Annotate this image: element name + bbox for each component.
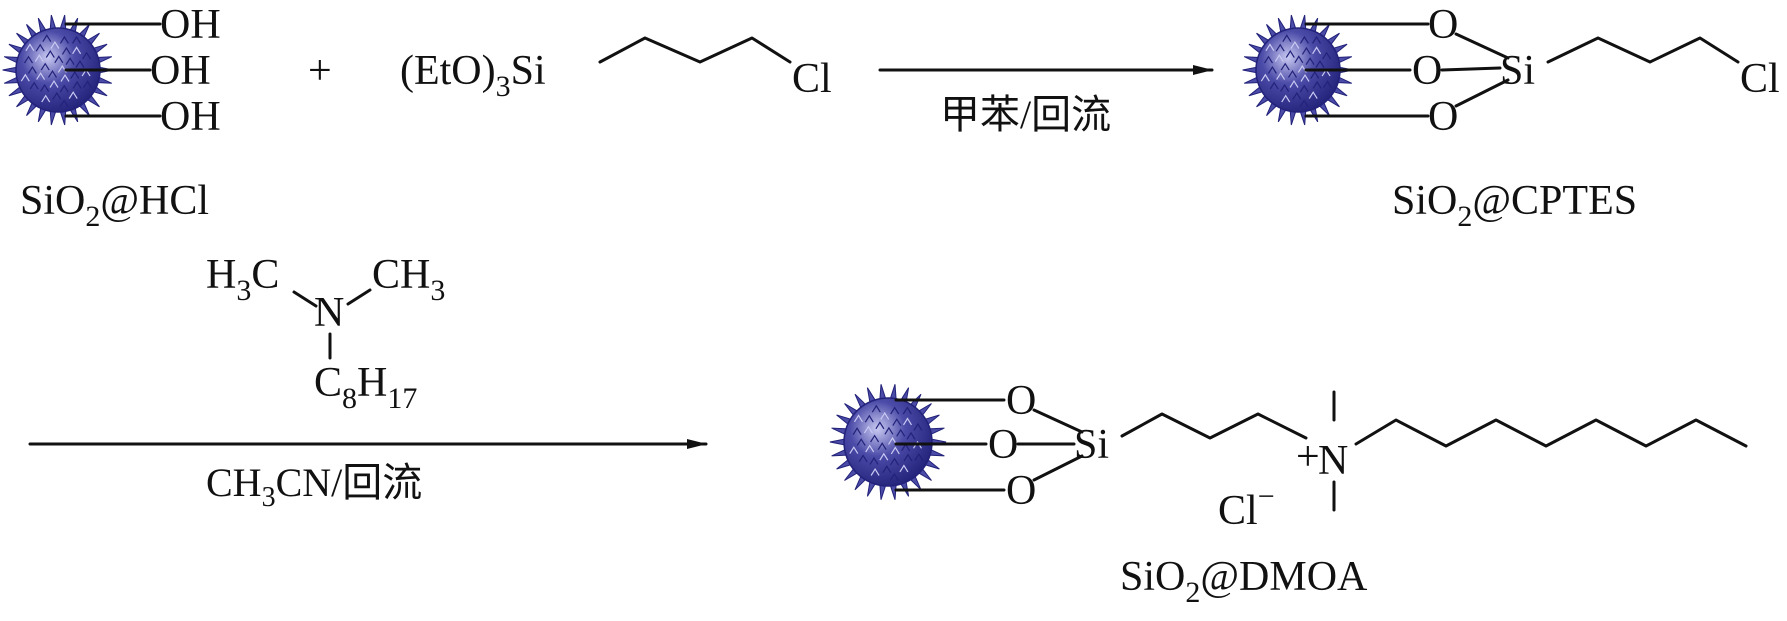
ammonium-nitrogen-label: N	[1318, 438, 1348, 484]
silica-particle-dmoa: O O O Si + N Cl−	[829, 378, 1748, 534]
silicon-label: Si	[1500, 48, 1535, 94]
bond-o-si-bottom	[1454, 78, 1510, 108]
silica-particle-cptes: O O O Si Cl	[1242, 2, 1780, 140]
label-sio2-dmoa: SiO2@DMOA	[1120, 554, 1368, 609]
bond-n-methyl-right	[346, 288, 372, 306]
hydroxyl-label-top: OH	[160, 2, 221, 48]
hydroxyl-label-middle: OH	[150, 48, 211, 94]
label-sio2-cptes: SiO2@CPTES	[1392, 178, 1637, 233]
bond-o-si-top	[1032, 408, 1084, 434]
oxygen-label-bottom: O	[1428, 94, 1458, 140]
propyl-chain	[1546, 36, 1740, 64]
silica-particle-reactant: OH OH OH	[2, 2, 221, 140]
silica-sphere-icon	[2, 14, 114, 126]
silicon-label: Si	[1074, 422, 1109, 468]
oxygen-label-bottom: O	[1006, 468, 1036, 514]
plus-sign: +	[308, 48, 332, 94]
chloride-counterion: Cl−	[1218, 480, 1275, 534]
bond-o-si-middle	[1440, 66, 1502, 72]
propyl-chain	[1120, 412, 1308, 440]
bond-n-methyl-left	[292, 290, 318, 308]
nitrogen-label: N	[314, 290, 344, 336]
octyl-label: C8H17	[314, 360, 417, 415]
oxygen-label-top: O	[1428, 2, 1458, 48]
silica-sphere-icon	[1242, 14, 1354, 126]
label-sio2-hcl: SiO2@HCl	[20, 178, 209, 233]
bond-o-si-top	[1454, 32, 1510, 60]
oxygen-label-middle: O	[1412, 48, 1442, 94]
oxygen-label-middle: O	[988, 422, 1018, 468]
silica-sphere-icon	[829, 384, 947, 500]
ethoxy-silyl-label: (EtO)3Si	[400, 48, 546, 103]
propyl-chain	[598, 36, 792, 64]
methyl-right-label: CH3	[372, 252, 445, 307]
reagent-cptes: (EtO)3Si Cl	[400, 36, 832, 103]
octyl-chain	[1354, 418, 1748, 448]
chloro-label: Cl	[1740, 56, 1780, 102]
chloro-label: Cl	[792, 56, 832, 102]
amine-reagent: H3C N CH3 C8H17	[206, 252, 445, 415]
bond-o-si-bottom	[1032, 454, 1084, 482]
methyl-left-label: H3C	[206, 252, 279, 307]
charge-plus: +	[1296, 434, 1320, 480]
oxygen-label-top: O	[1006, 378, 1036, 424]
arrow2-condition: CH3CN/回流	[206, 460, 422, 513]
hydroxyl-label-bottom: OH	[160, 94, 221, 140]
arrow1-condition: 甲苯/回流	[940, 92, 1111, 137]
